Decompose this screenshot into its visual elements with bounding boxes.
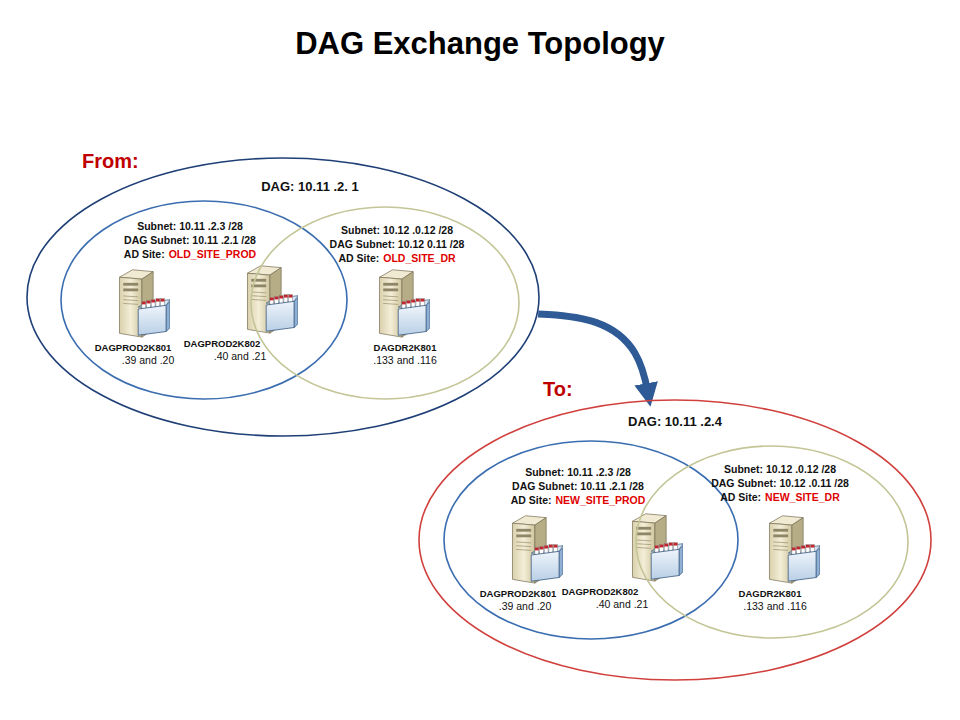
- subnet-ellipse: DAGPROD2K801.39 and .20DAGPROD2K802.40 a…: [443, 440, 739, 640]
- server-node: DAGDR2K801.133 and .116: [712, 512, 872, 615]
- ellipse-outline: [26, 157, 540, 437]
- server-illustration: [512, 516, 563, 583]
- ellipse-border: [251, 207, 519, 399]
- server-node: DAGDR2K801.133 and .116: [322, 266, 482, 369]
- text-line: DAG Subnet: 10.12 .0.11 /28: [711, 476, 849, 490]
- server-illustration: [632, 514, 683, 581]
- subnet-text-block: Subnet: 10.11 .2.3 /28DAG Subnet: 10.11 …: [511, 465, 646, 507]
- subnet-info: Subnet: 10.11 .2.3 /28: [137, 220, 243, 232]
- subnet-info: Subnet: 10.12 .0.12 /28: [724, 463, 836, 475]
- server-icon: [762, 512, 820, 585]
- subnet-text-block: Subnet: 10.11 .2.3 /28DAG Subnet: 10.11 …: [124, 219, 256, 261]
- section-label: From:: [82, 150, 139, 173]
- server-name: DAGPROD2K801: [480, 587, 557, 600]
- subnet-info: DAG Subnet: 10.12 0.11 /28: [330, 238, 465, 250]
- subnet-ellipse: DAGPROD2K801.39 and .20DAGPROD2K802.40 a…: [26, 157, 540, 437]
- server-name: DAGDR2K801: [739, 587, 802, 600]
- ip-suffixes: .39 and .20: [122, 354, 175, 367]
- text-line: DAG: 10.11 .2. 1: [261, 180, 359, 194]
- subnet-text-block: DAG: 10.11 .2. 1: [261, 180, 359, 194]
- ip-suffixes: .39 and .20: [499, 600, 552, 613]
- section-label: To:: [543, 378, 573, 401]
- text-line: Subnet: 10.11 .2.3 /28: [124, 219, 256, 233]
- server-illustration: [379, 270, 430, 337]
- subnet-info: AD Site:: [511, 494, 552, 506]
- ellipse-outline: [418, 399, 932, 681]
- server-name: DAGPROD2K802: [562, 585, 639, 598]
- text-line: DAG Subnet: 10.11 .2.1 /28: [124, 233, 256, 247]
- subnet-info: DAG Subnet: 10.11 .2.1 /28: [124, 234, 256, 246]
- subnet-info: Subnet: 10.11 .2.3 /28: [525, 466, 631, 478]
- text-line: Subnet: 10.12 .0.12 /28: [711, 462, 849, 476]
- subnet-info: Subnet: 10.12 .0.12 /28: [341, 224, 453, 236]
- server-name: DAGPROD2K802: [184, 337, 261, 350]
- server-icon: [112, 266, 170, 339]
- subnet-text-block: DAG: 10.11 .2.4: [628, 415, 722, 429]
- subnet-text-block: Subnet: 10.12 .0.12 /28DAG Subnet: 10.12…: [330, 223, 465, 265]
- server-name: DAGDR2K801: [374, 341, 437, 354]
- subnet-info: AD Site:: [720, 491, 761, 503]
- text-line: AD Site:NEW_SITE_PROD: [511, 493, 646, 507]
- server-node: DAGPROD2K801.39 and .20: [62, 266, 222, 369]
- subnet-info: DAG: 10.11 .2. 1: [261, 179, 359, 194]
- subnet-info: AD Site:: [124, 248, 165, 260]
- subnet-ellipse: DAGDR2K801.133 and .116 Subnet: 10.12 .0.…: [635, 445, 909, 639]
- diagram-title: DAG Exchange Topology: [0, 26, 960, 62]
- ellipse-border: [444, 441, 738, 639]
- text-line: Subnet: 10.12 .0.12 /28: [330, 223, 465, 237]
- ellipse-border: [419, 400, 931, 680]
- server-icon: [505, 512, 563, 585]
- ip-suffixes: .133 and .116: [743, 600, 806, 613]
- text-line: Subnet: 10.11 .2.3 /28: [511, 465, 646, 479]
- ad-site-name: NEW_SITE_PROD: [555, 494, 645, 506]
- subnet-info: DAG: 10.11 .2.4: [628, 414, 722, 429]
- ellipse-border: [636, 446, 908, 638]
- ellipse-border: [27, 158, 539, 436]
- text-line: AD Site: OLD_SITE_DR: [330, 251, 465, 265]
- text-line: AD Site: NEW_SITE_DR: [711, 490, 849, 504]
- subnet-ellipse: DAGDR2K801.133 and .116Subnet: 10.12 .0.…: [250, 206, 520, 400]
- ellipse-border: [61, 201, 347, 399]
- subnet-info: DAG Subnet: 10.11 .2.1 /28: [512, 480, 644, 492]
- server-icon: [625, 510, 683, 583]
- subnet-ellipse: DAGPROD2K801.39 and .20DAGPROD2K802.40 a…: [418, 399, 932, 681]
- subnet-info: AD Site:: [338, 252, 379, 264]
- server-node: DAGPROD2K802.40 and .21: [190, 262, 350, 365]
- ip-suffixes: .133 and .116: [373, 354, 436, 367]
- text-line: DAG Subnet: 10.12 0.11 /28: [330, 237, 465, 251]
- ad-site-name: OLD_SITE_DR: [383, 252, 455, 264]
- server-illustration: [119, 270, 170, 337]
- ip-suffixes: .40 and .21: [596, 598, 649, 611]
- ad-site-name: NEW_SITE_DR: [765, 491, 840, 503]
- subnet-text-block: Subnet: 10.12 .0.12 /28DAG Subnet: 10.12…: [711, 462, 849, 504]
- text-line: AD Site: OLD_SITE_PROD: [124, 247, 256, 261]
- server-icon: [240, 262, 298, 335]
- text-line: DAG: 10.11 .2.4: [628, 415, 722, 429]
- ip-suffixes: .40 and .21: [214, 350, 267, 363]
- subnet-info: DAG Subnet: 10.12 .0.11 /28: [711, 477, 849, 489]
- ad-site-name: OLD_SITE_PROD: [169, 248, 257, 260]
- subnet-ellipse: DAGPROD2K801.39 and .20DAGPROD2K802.40 a…: [60, 200, 348, 400]
- text-line: DAG Subnet: 10.11 .2.1 /28: [511, 479, 646, 493]
- server-icon: [372, 266, 430, 339]
- server-illustration: [769, 516, 820, 583]
- server-illustration: [247, 266, 298, 333]
- server-name: DAGPROD2K801: [95, 341, 172, 354]
- server-node: DAGPROD2K801.39 and .20: [455, 512, 615, 615]
